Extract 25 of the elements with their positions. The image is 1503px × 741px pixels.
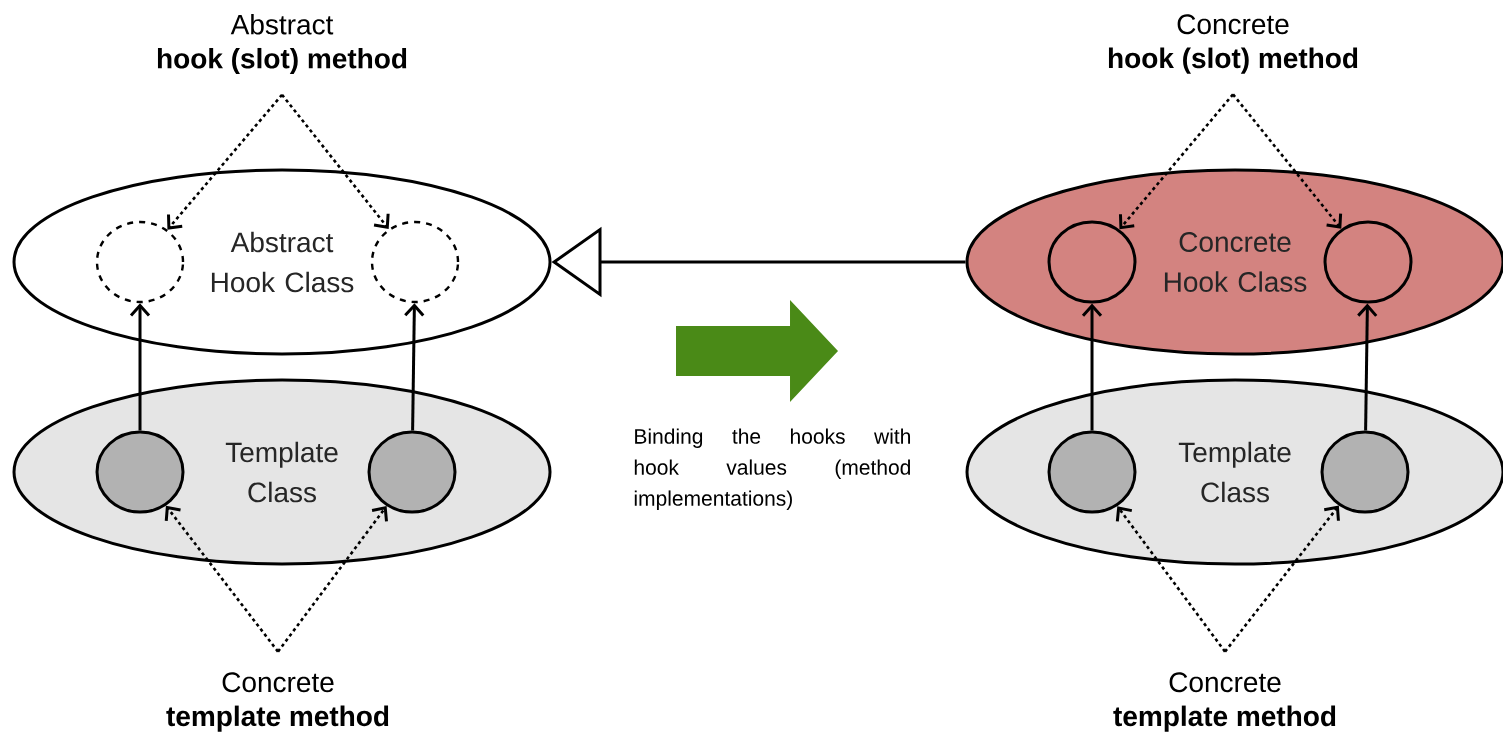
arrow: [129, 303, 151, 431]
method-label: Concrete hook (slot) method: [1108, 14, 1358, 74]
note-text: Binding the hooks with hook values (method implementations): [634, 428, 910, 510]
dotted-arrow: [276, 506, 388, 653]
method-label: Concrete template method: [166, 672, 389, 732]
method-label: Concrete template method: [1113, 672, 1336, 732]
hook-circle: [370, 220, 460, 304]
method-circle: [95, 430, 185, 514]
dotted-arrow: [1224, 505, 1340, 653]
hook-circle: [95, 220, 185, 304]
arrow: [404, 303, 425, 431]
method-circle: [1047, 430, 1137, 514]
dotted-arrow: [164, 505, 280, 653]
hook-circle: [1047, 220, 1137, 304]
dotted-arrow: [1232, 93, 1343, 229]
arrow: [1081, 303, 1103, 431]
arrow: [1357, 303, 1378, 431]
method-circle: [367, 430, 457, 514]
method-circle: [1320, 430, 1410, 514]
dotted-arrow: [281, 93, 390, 229]
dotted-arrow: [1115, 506, 1227, 653]
dotted-arrow: [1118, 93, 1234, 230]
dotted-arrow: [167, 93, 283, 230]
hook-circle: [1323, 220, 1413, 304]
method-label: Abstract hook (slot) method: [157, 13, 407, 75]
